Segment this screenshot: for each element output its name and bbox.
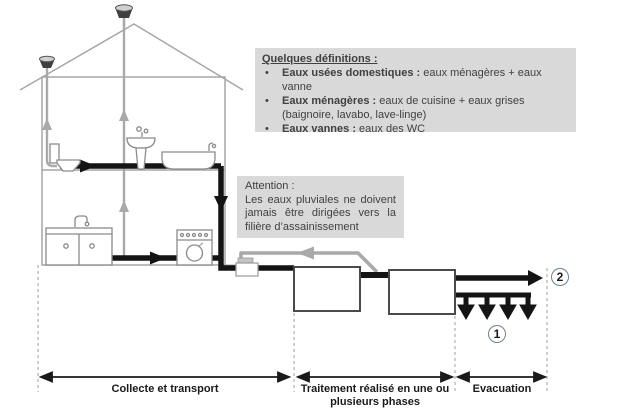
attention-title: Attention : xyxy=(245,180,295,192)
wc-vent-pipe xyxy=(45,68,57,168)
definition-item: • Eaux vannes : eaux des WC xyxy=(262,122,569,136)
wall-vent-icon xyxy=(39,55,55,68)
roof xyxy=(19,23,244,91)
definition-text: Eaux vannes : eaux des WC xyxy=(282,123,426,135)
washbasin-icon xyxy=(126,126,156,170)
stage-arrows xyxy=(38,371,548,383)
bullet-icon: • xyxy=(265,123,269,135)
septic-tank-2 xyxy=(388,269,456,315)
dashed-guides xyxy=(37,265,548,392)
definitions-box: Quelques définitions : • Eaux usées dome… xyxy=(255,48,576,135)
attention-box: Attention : Les eaux pluviales ne doiven… xyxy=(237,176,404,238)
bathtub-icon xyxy=(161,142,217,170)
vent-flow-arrows xyxy=(42,109,129,212)
marker-circle-2: 2 xyxy=(551,268,569,286)
inspection-chamber xyxy=(235,257,259,277)
pipe-flow-arrows xyxy=(80,159,228,265)
washing-machine-icon xyxy=(176,229,213,266)
vent-pipes xyxy=(45,20,126,257)
definition-text: Eaux usées domestiques : eaux ménagères … xyxy=(282,67,542,93)
evacuation-arrow xyxy=(528,270,543,286)
rainwater-arrow xyxy=(297,246,314,260)
stage-label-traitement: Traitement réalisé en une ou plusieurs p… xyxy=(300,383,450,408)
infiltration-arrows xyxy=(457,297,537,321)
rainwater-pipe xyxy=(239,246,379,274)
stage-label-evacuation: Evacuation xyxy=(472,383,532,395)
toilet-icon xyxy=(49,143,81,172)
attention-text: Les eaux pluviales ne doivent jamais êtr… xyxy=(245,193,396,233)
definitions-title: Quelques définitions : xyxy=(262,53,378,65)
bullet-icon: • xyxy=(265,67,269,79)
roof-vent-icon xyxy=(115,4,133,26)
stage-label-collecte: Collecte et transport xyxy=(111,383,219,395)
definition-item: • Eaux usées domestiques : eaux ménagère… xyxy=(262,66,569,94)
bullet-icon: • xyxy=(265,95,269,107)
marker-circle-1: 1 xyxy=(488,325,506,343)
septic-tank-1 xyxy=(293,266,361,312)
definition-item: • Eaux ménagères : eaux de cuisine + eau… xyxy=(262,94,569,122)
definition-text: Eaux ménagères : eaux de cuisine + eaux … xyxy=(282,95,525,121)
kitchen-sink-icon xyxy=(45,215,113,266)
